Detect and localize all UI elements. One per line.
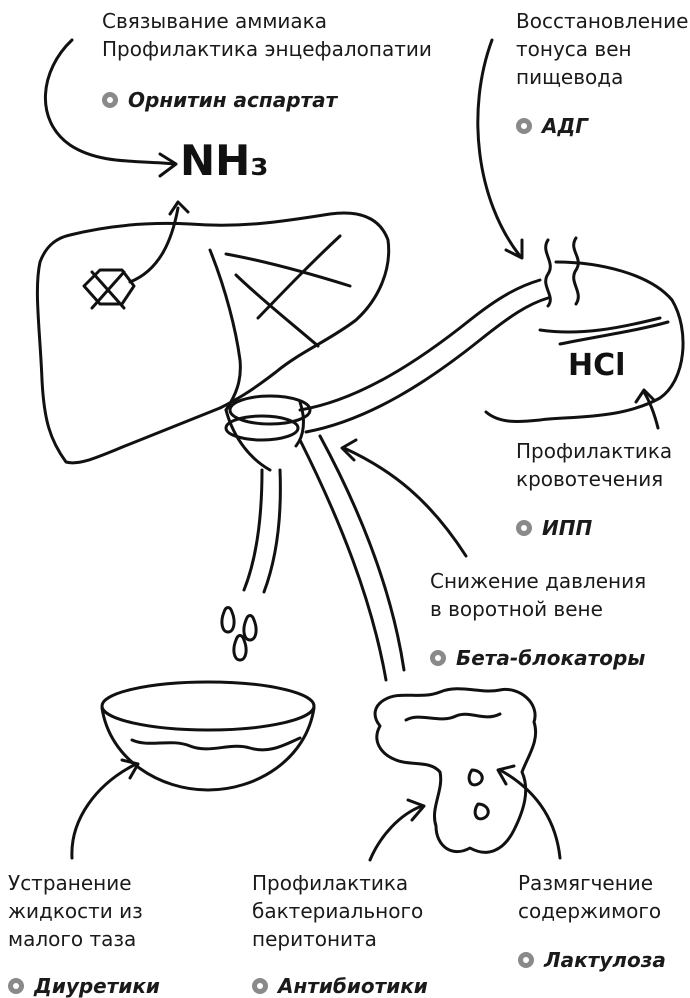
ppi-drug-label: ИПП: [542, 516, 592, 540]
vein-down-1: [244, 470, 262, 590]
lactulose-line-1: Размягчение: [518, 870, 653, 897]
diuretics-line-2: жидкости из: [8, 898, 143, 925]
ornithine-drug-label: Орнитин аспартат: [128, 88, 337, 112]
arrow-diuretics: [72, 764, 136, 858]
ppi-drug: ИПП: [516, 516, 592, 540]
beta-line-2: в воротной вене: [430, 596, 603, 623]
adh-drug-label: АДГ: [542, 114, 588, 138]
bowl-rim: [102, 682, 314, 730]
lactulose-drug-label: Лактулоза: [544, 948, 666, 972]
ornithine-line-2: Профилактика энцефалопатии: [102, 36, 432, 63]
bowl-fluid: [132, 738, 300, 750]
diuretics-line-3: малого таза: [8, 926, 136, 953]
antibiotics-line-1: Профилактика: [252, 870, 408, 897]
ornithine-drug: Орнитин аспартат: [102, 88, 337, 112]
antibiotics-drug-label: Антибиотики: [278, 974, 428, 998]
arrow-beta: [344, 448, 466, 556]
intestine-bacterium-2: [475, 804, 488, 819]
vein-to-intestine-2: [320, 436, 404, 670]
adh-drug: АДГ: [516, 114, 588, 138]
bullet-icon: [252, 978, 268, 994]
adh-line-3: пищевода: [516, 64, 623, 91]
bullet-icon: [8, 978, 24, 994]
vein-down-2: [264, 470, 280, 592]
bullet-icon: [516, 118, 532, 134]
bullet-icon: [102, 92, 118, 108]
drop-3: [234, 636, 246, 661]
stomach-inner: [540, 318, 660, 332]
diuretics-drug: Диуретики: [8, 974, 160, 998]
diuretics-line-1: Устранение: [8, 870, 132, 897]
esophagus-squiggle-2: [574, 238, 579, 304]
lactulose-drug: Лактулоза: [518, 948, 666, 972]
intestine-bacterium-1: [469, 770, 482, 785]
vein-to-stomach-2: [306, 298, 548, 432]
lactulose-line-2: содержимого: [518, 898, 661, 925]
beta-drug-label: Бета-блокаторы: [456, 646, 645, 670]
arrow-liver-to-nh3: [130, 208, 178, 282]
drop-1: [222, 608, 234, 633]
adh-line-2: тонуса вен: [516, 36, 632, 63]
bullet-icon: [516, 520, 532, 536]
ammonia-label: NH₃: [180, 136, 269, 185]
antibiotics-drug: Антибиотики: [252, 974, 428, 998]
liver-cross-line-3: [236, 275, 318, 346]
ornithine-line-1: Связывание аммиака: [102, 8, 327, 35]
diuretics-drug-label: Диуретики: [34, 974, 160, 998]
arrow-lactulose: [500, 770, 560, 858]
antibiotics-line-2: бактериального: [252, 898, 423, 925]
arrow-antibiotics: [370, 806, 422, 860]
vein-ring-2: [226, 416, 298, 440]
acid-label: HCl: [568, 348, 625, 383]
vein-to-stomach-1: [300, 280, 540, 410]
beta-drug: Бета-блокаторы: [430, 646, 645, 670]
antibiotics-line-3: перитонита: [252, 926, 377, 953]
arrow-adh: [478, 40, 520, 256]
intestine-worm: [406, 714, 500, 720]
bullet-icon: [518, 952, 534, 968]
drop-2: [244, 616, 256, 641]
intestine-outline: [375, 689, 536, 853]
ppi-line-1: Профилактика: [516, 438, 672, 465]
vein-ring-1: [230, 396, 310, 424]
vein-to-intestine-1: [300, 440, 386, 680]
beta-line-1: Снижение давления: [430, 568, 646, 595]
adh-line-1: Восстановление: [516, 8, 688, 35]
bullet-icon: [430, 650, 446, 666]
ppi-line-2: кровотечения: [516, 466, 663, 493]
esophagus-squiggle-1: [546, 240, 551, 306]
